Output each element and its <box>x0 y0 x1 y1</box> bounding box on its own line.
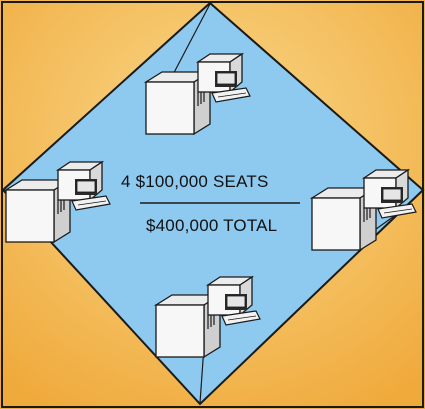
total-caption: $400,000 TOTAL <box>146 216 277 236</box>
seats-caption: 4 $100,000 SEATS <box>121 172 268 192</box>
